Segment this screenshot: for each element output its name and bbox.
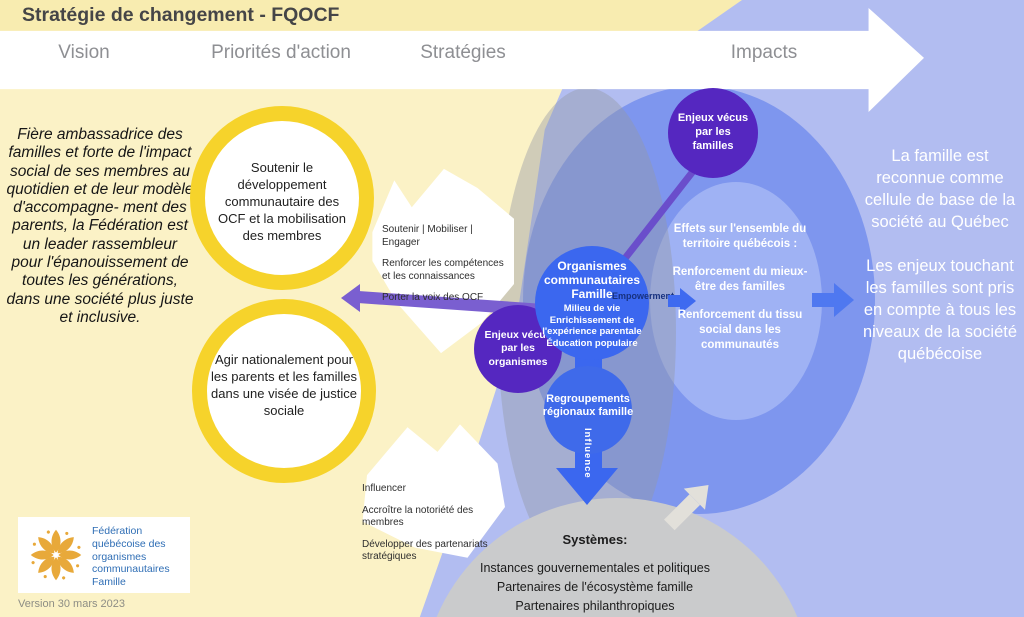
ocf-center-subtitle: Milieu de vie Enrichissement de l'expéri… [535, 303, 649, 349]
fqocf-logo-text: Fédération québécoise des organismes com… [92, 525, 170, 589]
fqocf-sun-icon [30, 529, 82, 581]
impact-statement-2: Les enjeux touchant les familles sont pr… [862, 256, 1018, 363]
column-header-priorites: Priorités d'action [211, 42, 351, 63]
version-label: Version 30 mars 2023 [18, 598, 126, 610]
regroupements-label: Regroupements régionaux famille [542, 393, 634, 419]
fqocf-logo: Fédération québécoise des organismes com… [18, 517, 190, 593]
impacts-arrow-head-icon [834, 283, 854, 317]
strategy-bottom-text: Influencer Accroître la notoriété des me… [362, 483, 498, 573]
empowerment-label: Empowerment [612, 291, 675, 301]
strategy-line: Soutenir | Mobiliser | Engager [382, 224, 473, 248]
priority-text-develop: Soutenir le développement communautaire … [218, 160, 346, 243]
vision-statement: Fière ambassadrice des familles et forte… [6, 126, 194, 326]
strategy-line: Influencer [362, 483, 406, 494]
strategy-line: Développer des partenariats stratégiques [362, 538, 488, 563]
ocf-sub-line: Éducation populaire [546, 337, 638, 349]
effects-item: Renforcement du mieux-être des familles [672, 265, 808, 293]
regroupements-circle [544, 366, 632, 454]
systems-item: Partenaires philanthropiques [515, 598, 675, 613]
strategy-top-text: Soutenir | Mobiliser | Engager Renforcer… [382, 224, 508, 314]
column-header-vision: Vision [58, 42, 110, 63]
strategy-line: Accroître la notoriété des membres [362, 504, 474, 529]
systems-heading: Systèmes: [562, 532, 628, 547]
page-title: Stratégie de changement - FQOCF [22, 4, 340, 26]
left-purple-arrow-head-icon [341, 284, 360, 312]
influence-label: Influence [582, 428, 593, 479]
effects-item: Renforcement du tissu social dans les co… [677, 308, 803, 351]
ocf-sub-line: Milieu de vie [563, 303, 621, 315]
title-band [0, 0, 742, 31]
empowerment-arrow-shaft [668, 295, 680, 307]
systems-items: Instances gouvernementales et politiques… [428, 559, 762, 615]
impacts-arrow-shaft [812, 293, 834, 307]
ocf-sub-line: Enrichissement de l'expérience parentale [542, 314, 642, 338]
column-header-strategies: Stratégies [420, 42, 506, 63]
systems-block: Systèmes: Instances gouvernementales et … [428, 532, 762, 615]
priority-text-act: Agir nationalement pour les parents et l… [211, 352, 357, 418]
strategy-line: Renforcer les compétences et les connais… [382, 258, 504, 282]
impacts-statements: La famille est reconnue comme cellule de… [862, 146, 1018, 387]
influence-arrow-head-icon [556, 468, 618, 505]
effects-heading: Effets sur l'ensemble du territoire québ… [673, 223, 807, 250]
column-header-impacts: Impacts [730, 42, 798, 63]
strategy-line: Porter la voix des OCF [382, 292, 484, 303]
systems-item: Instances gouvernementales et politiques [479, 561, 710, 575]
ocf-center-title: Organismes communautaires Famille [543, 259, 641, 301]
issues-families-circle: Enjeux vécus par les familles [668, 88, 758, 178]
effects-block: Effets sur l'ensemble du territoire québ… [666, 222, 814, 366]
systems-item: Partenaires de l'écosystème famille [496, 579, 694, 594]
empowerment-arrow-head-icon [680, 288, 696, 314]
ocf-center-circle: Organismes communautaires Famille Milieu… [535, 246, 649, 360]
impact-statement-1: La famille est reconnue comme cellule de… [864, 147, 1016, 231]
